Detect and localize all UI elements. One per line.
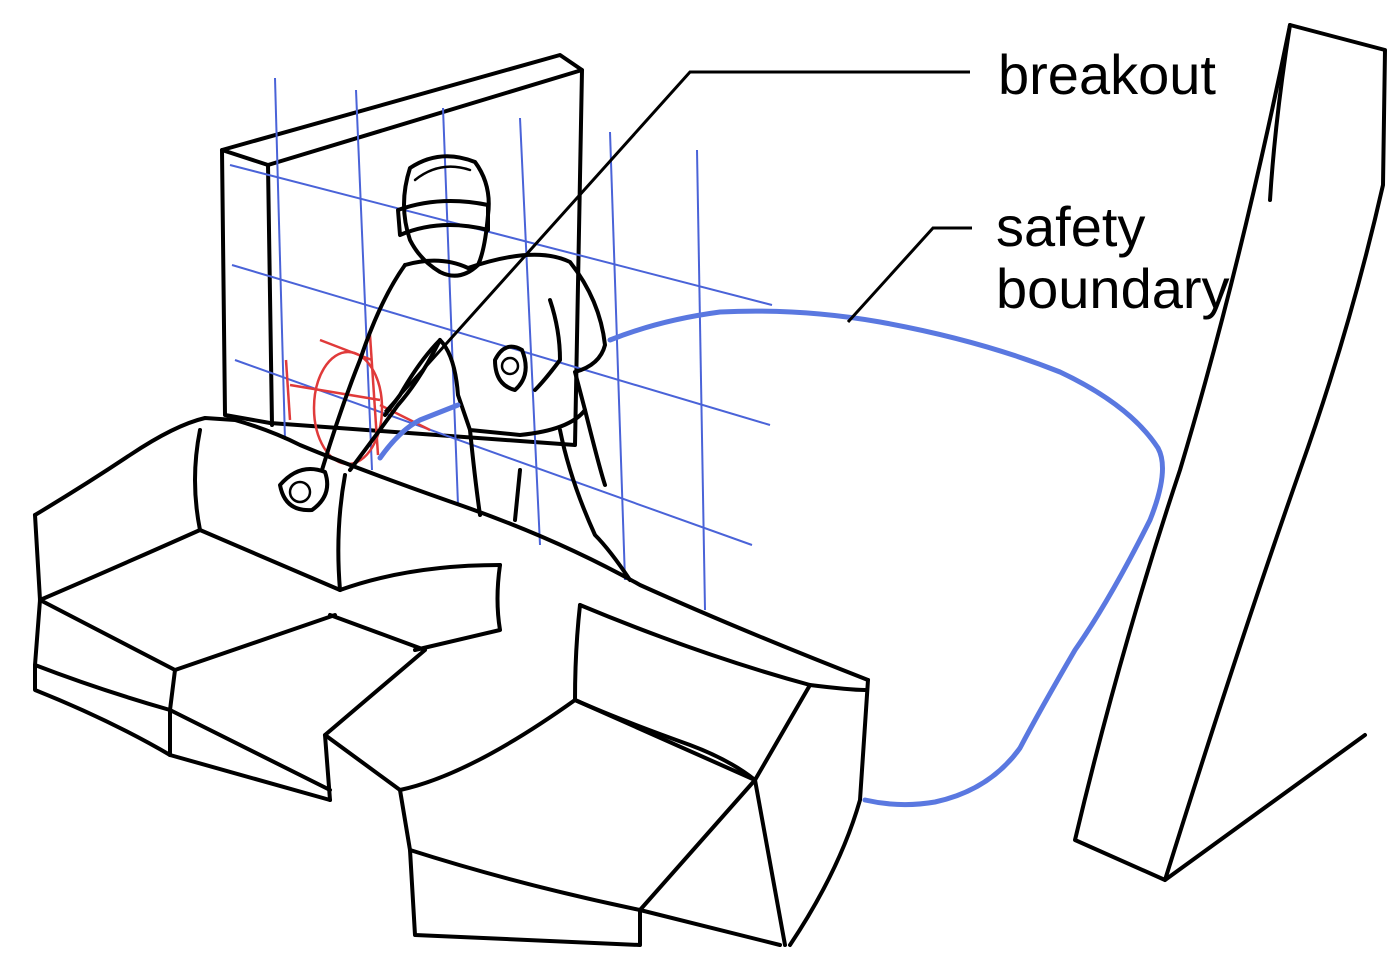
safety-boundary-label: safety boundary (996, 196, 1230, 320)
standing-panel (1075, 25, 1385, 880)
safety-grid (230, 78, 772, 610)
grid-horizontal-line (232, 265, 770, 425)
safety-boundary-label-line1: safety (996, 196, 1230, 258)
safety-boundary-label-line2: boundary (996, 258, 1230, 320)
safety-boundary-leader-line (848, 228, 972, 322)
breakout-leader-line (385, 72, 970, 412)
grid-vertical-line (697, 150, 705, 610)
grid-vertical-line (356, 90, 372, 470)
sofa (35, 418, 868, 945)
grid-vertical-line (610, 132, 625, 580)
breakout-marker (286, 335, 430, 464)
grid-vertical-line (520, 118, 540, 545)
breakout-label: breakout (998, 44, 1216, 106)
safety-boundary-outline (380, 311, 1163, 804)
